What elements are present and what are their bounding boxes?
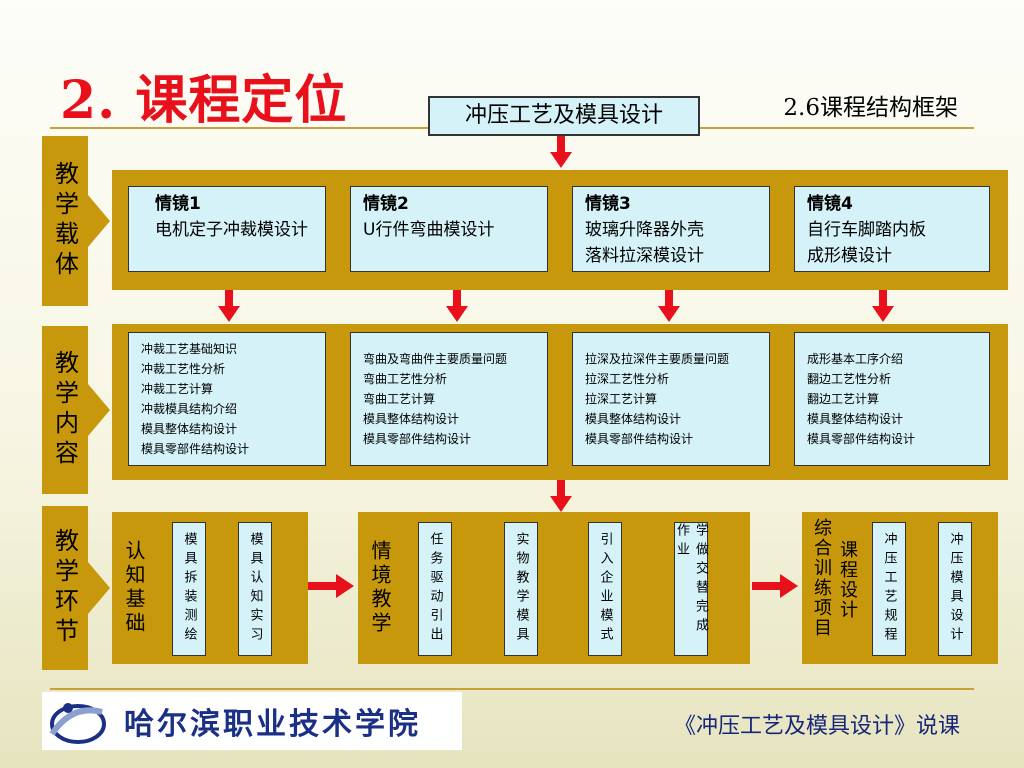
arrow-right-2 [752,574,798,598]
topic-card-4: 成形基本工序介绍 翻边工艺性分析 翻边工艺计算 模具整体结构设计 模具零部件结构… [794,332,990,466]
scenario-card-1: 情镜1 电机定子冲裁模设计 [128,186,326,272]
side-triangle-3 [88,562,110,614]
stage-mid-item-3: 引入企业模式 [588,522,622,656]
footer-title: 《冲压工艺及模具设计》说课 [673,714,960,739]
school-name: 哈尔滨职业技术学院 [124,707,421,742]
stage-left-item-2: 模具认知实习 [238,522,272,656]
side-label-carrier: 教学载体 [42,136,88,306]
arrow-down-3 [658,290,680,322]
footer-divider [50,688,974,690]
stage-right-item-2: 冲压模具设计 [938,522,972,656]
stage-band-left [112,512,308,664]
page-title: 2. 课程定位 [60,70,348,131]
arrow-down-stage [550,480,572,512]
topic-card-1: 冲裁工艺基础知识 冲裁工艺性分析 冲裁工艺计算 冲裁模具结构介绍 模具整体结构设… [128,332,326,466]
side-label-content: 教学内容 [42,326,88,494]
page-subtitle: 2.6课程结构框架 [783,95,958,121]
arrow-down-2 [446,290,468,322]
side-triangle-2 [88,384,110,436]
stage-mid-item-4: 学做交替完成作业 [674,522,708,656]
school-logo: 哈尔滨职业技术学院 [42,692,462,750]
stage-left-label: 认知基础 [122,540,146,636]
stage-right-label-a: 综合训练项目 [811,518,832,638]
school-emblem-icon [49,703,106,744]
arrow-right-1 [308,574,354,598]
scenario-card-3: 情镜3 玻璃升降器外壳 落料拉深模设计 [572,186,770,272]
side-triangle-1 [88,195,110,247]
arrow-down-1 [218,290,240,322]
stage-mid-item-2: 实物教学模具 [504,522,538,656]
scenario-card-4: 情镜4 自行车脚踏内板 成形模设计 [794,186,990,272]
side-label-stage: 教学环节 [42,506,88,670]
stage-mid-item-1: 任务驱动引出 [418,522,452,656]
stage-right-label-b: 课程设计 [837,540,858,620]
topic-card-2: 弯曲及弯曲件主要质量问题 弯曲工艺性分析 弯曲工艺计算 模具整体结构设计 模具零… [350,332,548,466]
arrow-down-root [550,136,572,168]
topic-card-3: 拉深及拉深件主要质量问题 拉深工艺性分析 拉深工艺计算 模具整体结构设计 模具零… [572,332,770,466]
arrow-down-4 [872,290,894,322]
stage-mid-label: 情境教学 [368,540,392,636]
stage-right-item-1: 冲压工艺规程 [872,522,906,656]
scenario-card-2: 情镜2 U行件弯曲模设计 [350,186,548,272]
stage-left-item-1: 模具拆装测绘 [172,522,206,656]
root-course-box: 冲压工艺及模具设计 [428,96,700,136]
